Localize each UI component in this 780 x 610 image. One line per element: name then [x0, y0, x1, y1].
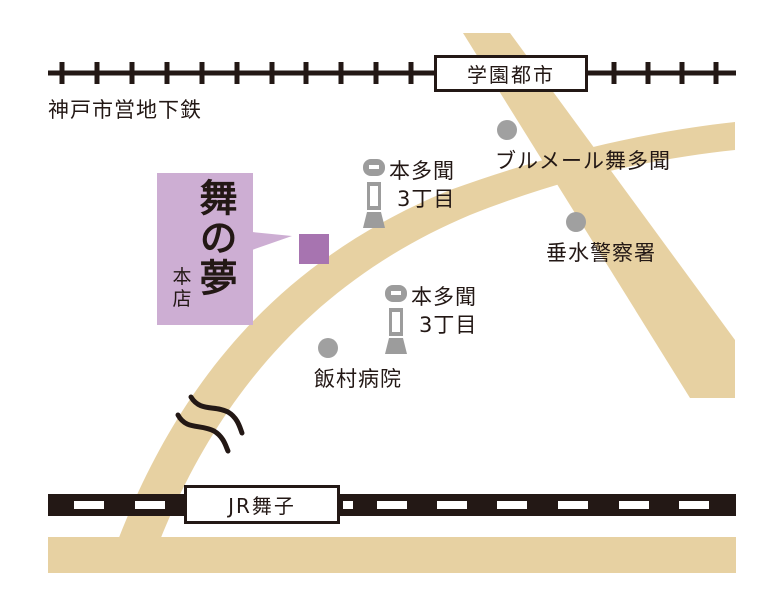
curved-road — [118, 122, 735, 540]
station-label: 学園都市 — [467, 63, 555, 87]
shop-callout — [157, 173, 253, 325]
shop-branch: 本店 — [172, 266, 192, 310]
landmark-hospital: 飯村病院 — [314, 367, 402, 391]
landmark-dot-icon — [566, 212, 586, 232]
landmark-dot-icon — [318, 338, 338, 358]
subway-line-label: 神戸市営地下鉄 — [48, 98, 202, 122]
bus-stop-label: 本多聞 3丁目 — [389, 157, 455, 213]
bus-stop-chome: 3丁目 — [397, 187, 456, 211]
station-jr-maiko: JR舞子 — [184, 485, 340, 524]
bus-stop-icon — [363, 159, 385, 228]
jr-line — [48, 494, 736, 516]
station-gakuentoshi: 学園都市 — [434, 55, 588, 92]
shop-marker-icon — [299, 234, 329, 264]
shop-name: 舞の夢 — [193, 178, 237, 298]
roads — [48, 33, 736, 573]
bus-stop-icon — [385, 285, 407, 354]
station-label: JR舞子 — [228, 494, 296, 518]
landmark-dot-icon — [497, 120, 517, 140]
bus-stop-label: 本多聞 3丁目 — [411, 283, 477, 339]
diagonal-road — [463, 33, 735, 398]
road-break-icon — [175, 394, 245, 454]
landmark-police-station: 垂水警察署 — [546, 241, 656, 265]
bottom-road — [48, 537, 736, 573]
bus-stop-chome: 3丁目 — [419, 313, 478, 337]
subway-line — [48, 62, 736, 84]
bus-stop-name: 本多聞 — [389, 159, 455, 183]
landmark-bleumer: ブルメール舞多聞 — [495, 149, 671, 173]
bus-stop-name: 本多聞 — [411, 285, 477, 309]
callout-pointer — [252, 232, 292, 250]
